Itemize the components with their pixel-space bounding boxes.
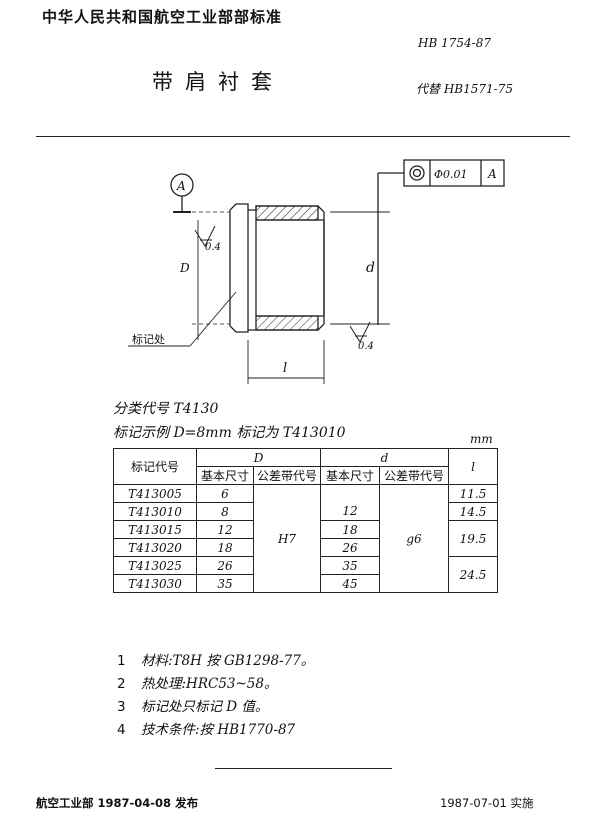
document-code: HB 1754-87 (418, 36, 491, 50)
marking-label: 标记处 (132, 332, 165, 346)
header-divider (36, 136, 570, 137)
technical-drawing: A Φ0.01 A 0.4 0.4 D d l 标记处 (128, 159, 505, 384)
roughness-lower: 0.4 (358, 341, 374, 352)
roughness-upper: 0.4 (205, 242, 221, 253)
table-row: T413010 8 12 14.5 (113, 502, 498, 521)
dimension-D: D (179, 261, 190, 275)
marking-example: 标记示例 D=8mm 标记为 T413010 (113, 425, 346, 441)
implement-info: 1987-07-01 实施 (440, 796, 534, 810)
header-mark-code: 标记代号 (113, 448, 197, 485)
dimension-table: 标记代号 D d l 基本尺寸 公差带代号 基本尺寸 公差带代号 T413005… (113, 448, 498, 593)
footer-divider (215, 768, 392, 769)
bushing-body (248, 205, 325, 331)
header-D-tol: 公差带代号 (253, 466, 321, 485)
table-row: T413005 6 H7 g6 11.5 (113, 484, 498, 593)
tolerance-value: Φ0.01 (434, 168, 468, 181)
header-d: d (320, 448, 449, 467)
document-title: 带肩衬套 (152, 70, 284, 94)
unit-label: mm (470, 432, 493, 446)
tolerance-datum: A (487, 167, 497, 181)
dimension-l: l (283, 361, 287, 376)
header-d-basic: 基本尺寸 (320, 466, 380, 485)
D-tolerance-cell: H7 (253, 484, 321, 593)
datum-letter: A (176, 179, 186, 193)
class-code: 分类代号 T4130 (113, 401, 219, 417)
header-d-tol: 公差带代号 (379, 466, 449, 485)
table-row: T413030 35 45 (113, 574, 498, 593)
publish-info: 航空工业部 1987-04-08 发布 (36, 796, 199, 810)
header-D: D (196, 448, 321, 467)
dimension-d: d (366, 260, 375, 276)
header-l: l (448, 448, 498, 485)
bushing-flange (229, 203, 249, 333)
standard-name: 中华人民共和国航空工业部部标准 (42, 8, 283, 26)
replaces-note: 代替 HB1571-75 (416, 82, 513, 96)
header-D-basic: 基本尺寸 (196, 466, 254, 485)
d-tolerance-cell: g6 (379, 484, 449, 593)
